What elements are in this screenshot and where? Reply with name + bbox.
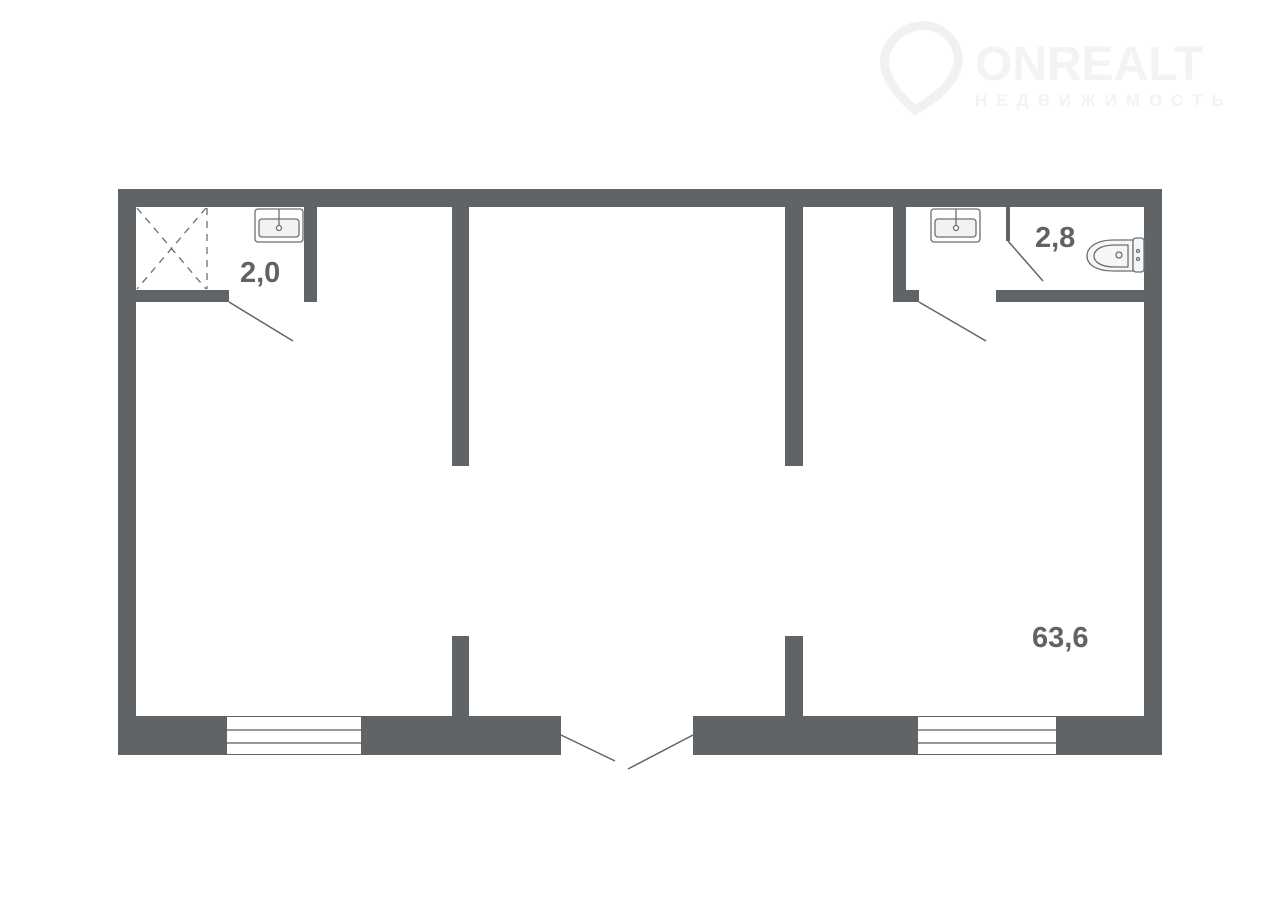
window-left xyxy=(227,717,361,754)
partition-left-lower xyxy=(452,636,469,716)
bath-right-wall-v xyxy=(893,207,906,302)
bath-right-wall-h xyxy=(996,290,1144,302)
area-label-main: 63,6 xyxy=(1032,622,1088,654)
door-swings xyxy=(228,240,1044,770)
toilet-icon xyxy=(1086,237,1145,273)
sink-right-icon xyxy=(930,208,981,243)
bath-right-thin-wall xyxy=(1006,207,1010,241)
wall-top xyxy=(118,189,1162,207)
door-entry-right xyxy=(627,734,694,770)
door-toilet xyxy=(1007,240,1044,282)
bath-left-wall-v xyxy=(304,207,317,302)
wall-left xyxy=(118,189,136,755)
shower-icon xyxy=(136,207,208,290)
door-bath-right xyxy=(918,301,987,342)
sink-left-icon xyxy=(254,208,304,243)
door-entry-left xyxy=(560,734,616,762)
partition-left-upper xyxy=(452,207,469,466)
walls xyxy=(118,189,1162,755)
bath-left-wall-h xyxy=(136,290,229,302)
window-right xyxy=(918,717,1056,754)
partition-right-upper xyxy=(785,207,803,466)
watermark-tagline: НЕДВИЖИМОСТЬ xyxy=(975,91,1233,110)
wall-right xyxy=(1144,189,1162,755)
door-bath-left xyxy=(228,301,294,342)
watermark-brand: ONREALT xyxy=(975,38,1203,91)
bath-right-stub xyxy=(906,290,919,302)
area-label-bathroom-left: 2,0 xyxy=(240,257,280,289)
partition-right-lower xyxy=(785,636,803,716)
windows xyxy=(227,717,1056,754)
area-label-bathroom-right: 2,8 xyxy=(1035,222,1075,254)
watermark-logo: ONREALT НЕДВИЖИМОСТЬ xyxy=(880,21,1233,116)
